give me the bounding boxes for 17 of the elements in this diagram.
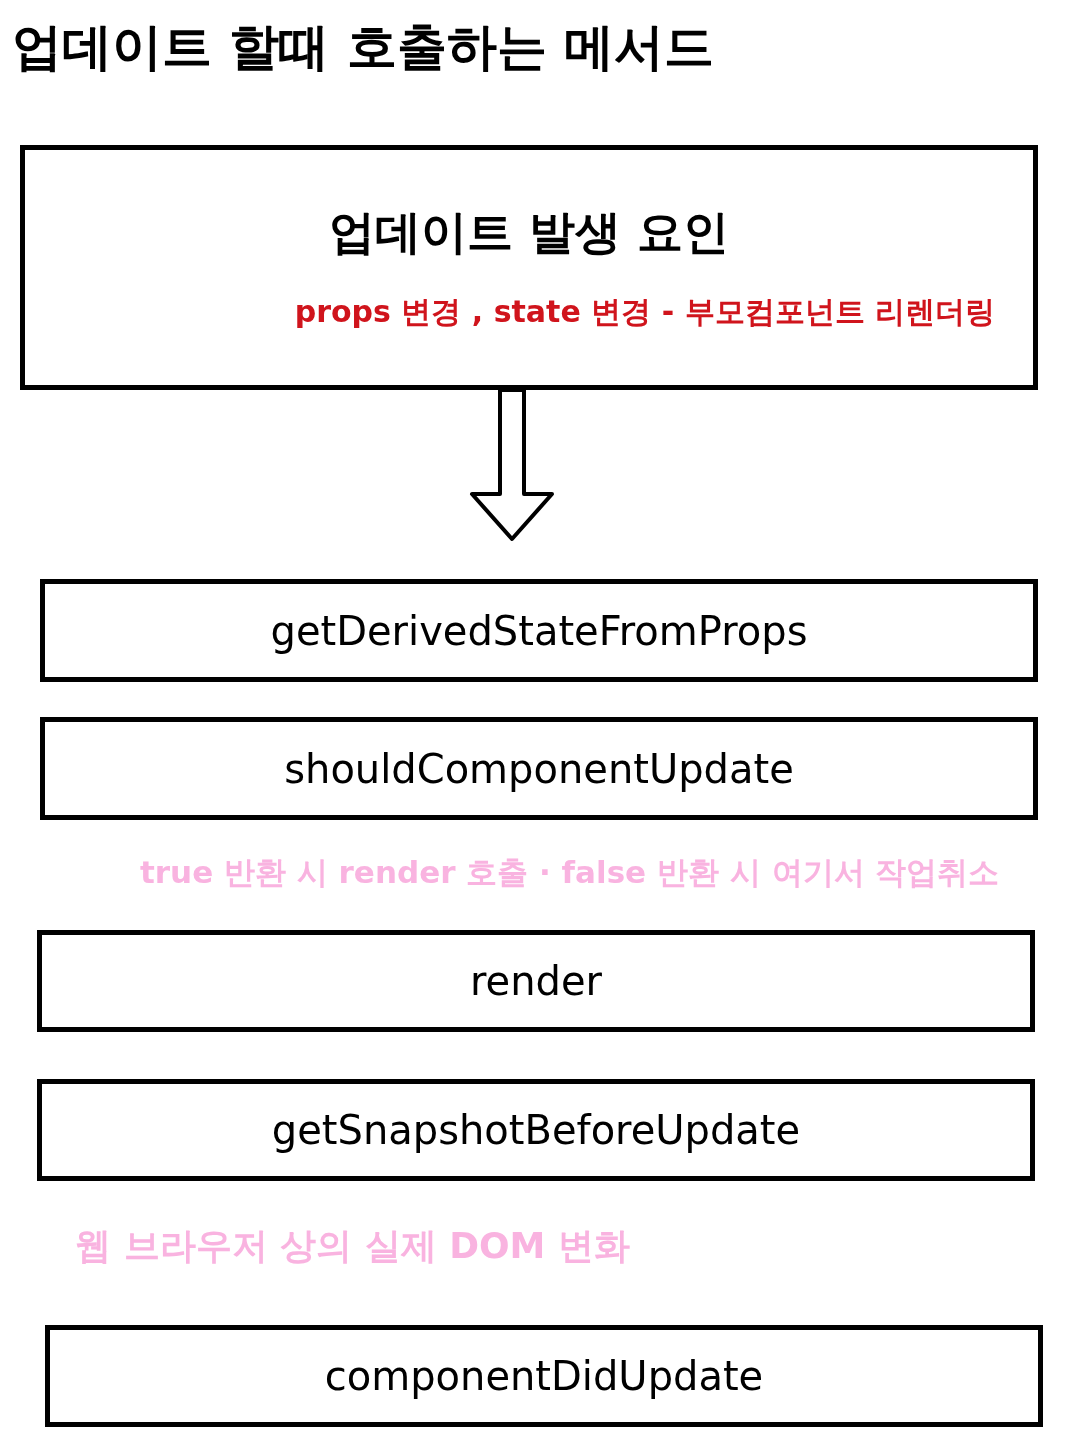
note-text: 웹 브라우저 상의 실제 DOM 변화 <box>75 1224 630 1268</box>
block-arrow <box>470 388 554 541</box>
box-title: getDerivedStateFromProps <box>270 607 808 654</box>
process-box <box>20 145 1038 390</box>
box-title: 업데이트 발생 요인 <box>329 204 729 261</box>
title: 업데이트 할때 호출하는 메서드 <box>12 17 715 78</box>
box-title: getSnapshotBeforeUpdate <box>271 1107 801 1153</box>
process-box <box>37 1079 1035 1181</box>
box-title: componentDidUpdate <box>324 1353 764 1399</box>
process-box <box>40 717 1038 820</box>
box-title: shouldComponentUpdate <box>284 745 794 792</box>
process-box <box>37 930 1035 1032</box>
box-note: props 변경 , state 변경 - 부모컴포넌트 리렌더링 <box>294 293 995 331</box>
box-title: render <box>470 958 602 1004</box>
process-box <box>45 1325 1043 1427</box>
note-text: true 반환 시 render 호출 · false 반환 시 여기서 작업취소 <box>140 853 1000 892</box>
process-box <box>40 579 1038 682</box>
